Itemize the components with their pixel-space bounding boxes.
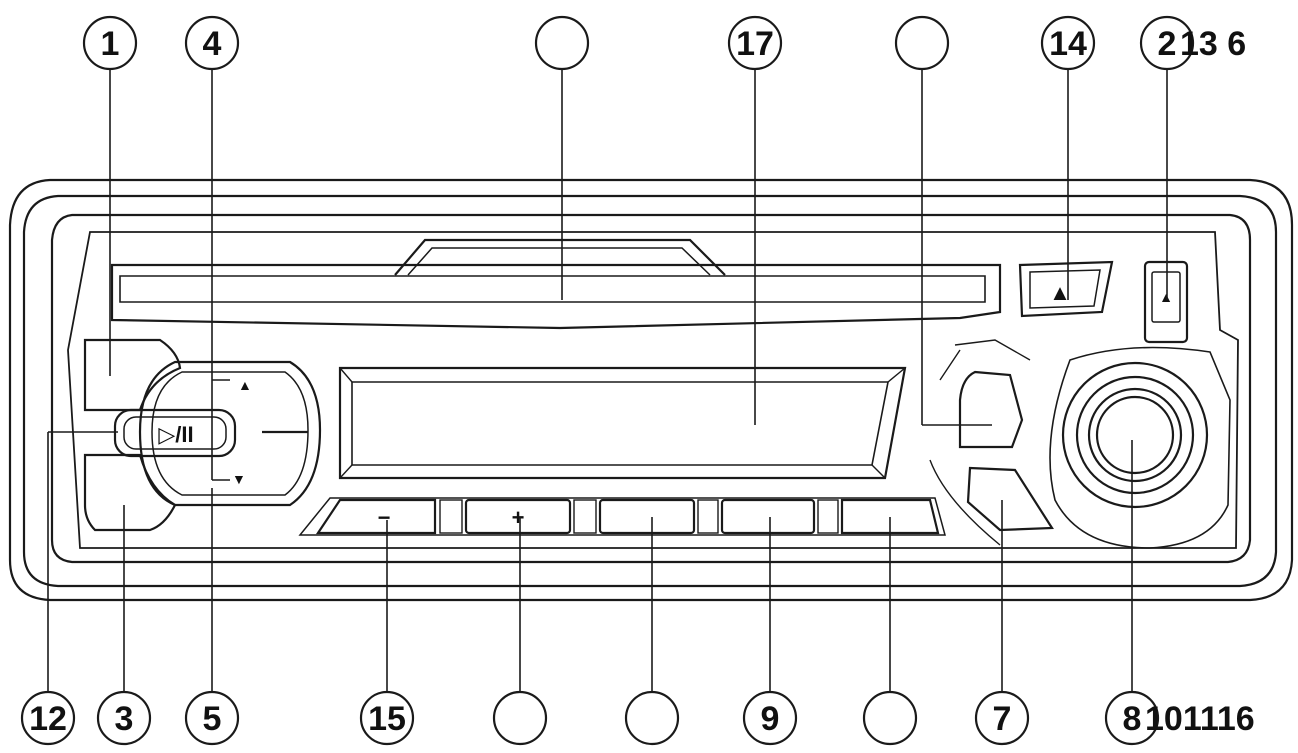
callout-17: 17 <box>727 15 783 71</box>
button-7[interactable] <box>966 466 1054 532</box>
callout-blank-b <box>894 15 950 71</box>
callout-9: 9 <box>742 690 798 746</box>
callout-7: 7 <box>974 690 1030 746</box>
display-window <box>338 366 907 480</box>
callout-4: 4 <box>184 15 240 71</box>
left-control-cluster: ▲ ▼ ▷/II <box>83 338 322 532</box>
up-down-rocker[interactable] <box>138 360 322 507</box>
release-icon: ▲ <box>1159 289 1173 305</box>
svg-text:5: 5 <box>203 700 222 738</box>
svg-text:2: 2 <box>1158 25 1177 63</box>
leader-lines <box>47 68 1168 695</box>
callouts-bottom: 12 3 5 15 9 7 <box>20 690 1255 746</box>
button-1[interactable] <box>83 338 182 412</box>
preset-button-b[interactable] <box>720 498 816 535</box>
callout-12: 12 <box>20 690 76 746</box>
eject-icon: ▲ <box>1049 280 1071 305</box>
callout-blank-e <box>862 690 918 746</box>
down-arrow-icon: ▼ <box>232 471 246 487</box>
svg-text:7: 7 <box>993 700 1012 738</box>
callout-2: 2 <box>1139 15 1195 71</box>
play-pause-button[interactable]: ▷/II <box>113 408 237 458</box>
plus-icon: + <box>512 505 525 530</box>
preset-button-a[interactable] <box>598 498 696 535</box>
button-3[interactable] <box>83 453 177 532</box>
svg-text:15: 15 <box>368 700 406 738</box>
callout-blank-c <box>492 690 548 746</box>
radio-housing <box>8 178 1294 602</box>
release-button[interactable]: ▲ <box>1143 260 1189 344</box>
callout-blank-d <box>624 690 680 746</box>
eject-button[interactable]: ▲ <box>1018 260 1114 318</box>
top-right-stray-text: 13 6 <box>1180 25 1246 63</box>
svg-text:17: 17 <box>736 25 774 63</box>
svg-text:1: 1 <box>101 25 120 63</box>
button-row: − + <box>298 497 946 536</box>
plus-button[interactable]: + <box>464 498 572 535</box>
callouts-top: 1 4 17 14 2 13 6 <box>82 15 1246 71</box>
cd-slot[interactable] <box>110 238 1002 330</box>
callout-5: 5 <box>184 690 240 746</box>
up-arrow-icon: ▲ <box>238 377 252 393</box>
preset-button-c[interactable] <box>840 498 940 535</box>
svg-text:3: 3 <box>115 700 134 738</box>
volume-knob[interactable] <box>1049 346 1231 549</box>
callout-15: 15 <box>359 690 415 746</box>
callout-14: 14 <box>1040 15 1096 71</box>
svg-text:14: 14 <box>1049 25 1087 63</box>
svg-text:9: 9 <box>761 700 780 738</box>
callout-1: 1 <box>82 15 138 71</box>
minus-icon: − <box>378 505 391 530</box>
bottom-right-stray-text: 101116 <box>1145 700 1255 738</box>
minus-button[interactable]: − <box>315 498 437 535</box>
mode-button[interactable] <box>958 370 1024 449</box>
svg-text:12: 12 <box>29 700 67 738</box>
callout-blank-a <box>534 15 590 71</box>
callout-8: 8 <box>1104 690 1160 746</box>
right-side-buttons <box>929 339 1054 546</box>
play-pause-icon: ▷/II <box>158 422 193 447</box>
svg-text:4: 4 <box>203 25 222 63</box>
callout-3: 3 <box>96 690 152 746</box>
svg-text:8: 8 <box>1123 700 1142 738</box>
